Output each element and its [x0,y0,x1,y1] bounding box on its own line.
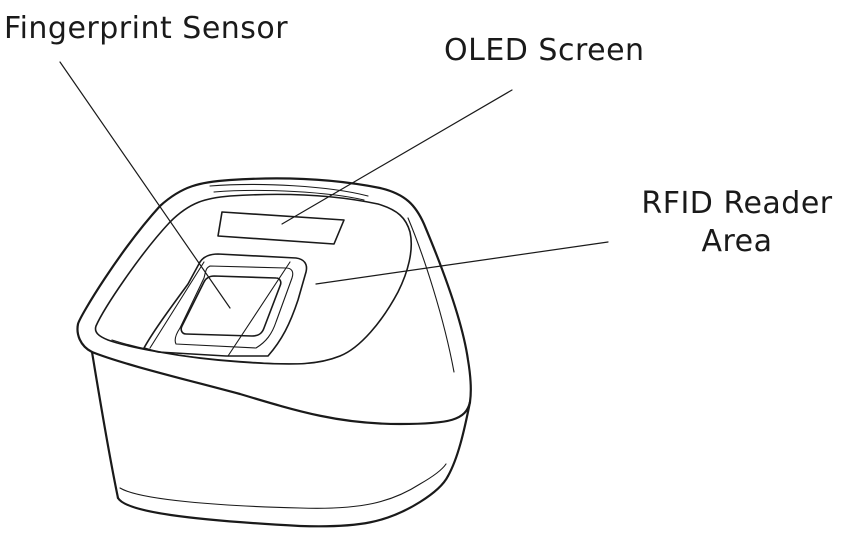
leader-oled [281,89,513,225]
top-lip [209,183,369,197]
body-base-line [119,463,447,509]
top-lip-inner [213,189,365,201]
leader-rfid [315,241,609,285]
fingerprint-sensor [143,253,308,357]
sensor-bezel-outer [143,253,308,357]
sensor-glass [180,275,282,337]
leader-fingerprint [59,61,231,309]
fingerprint-sensor-label: Fingerprint Sensor [4,11,289,46]
sensor-rail-left [149,261,205,349]
oled-screen-frame [217,211,345,245]
rfid-reader-label-line-2: Area [701,224,773,259]
sensor-bezel-mid [174,265,294,349]
rim-outer [76,177,472,426]
oled-screen [217,211,345,245]
device-body [76,177,472,528]
rfid-reader-label-line-1: RFID Reader [641,186,833,221]
oled-screen-label: OLED Screen [444,33,645,68]
side-curve [407,217,455,373]
body-bottom-edge [116,474,450,528]
rim-inner [94,193,413,365]
sensor-rail-right [227,261,291,357]
leader-lines [59,61,609,309]
body-right-edge [446,400,472,478]
rfid-reader-label: RFID Reader Area [612,185,848,261]
body-left-edge [90,350,120,500]
